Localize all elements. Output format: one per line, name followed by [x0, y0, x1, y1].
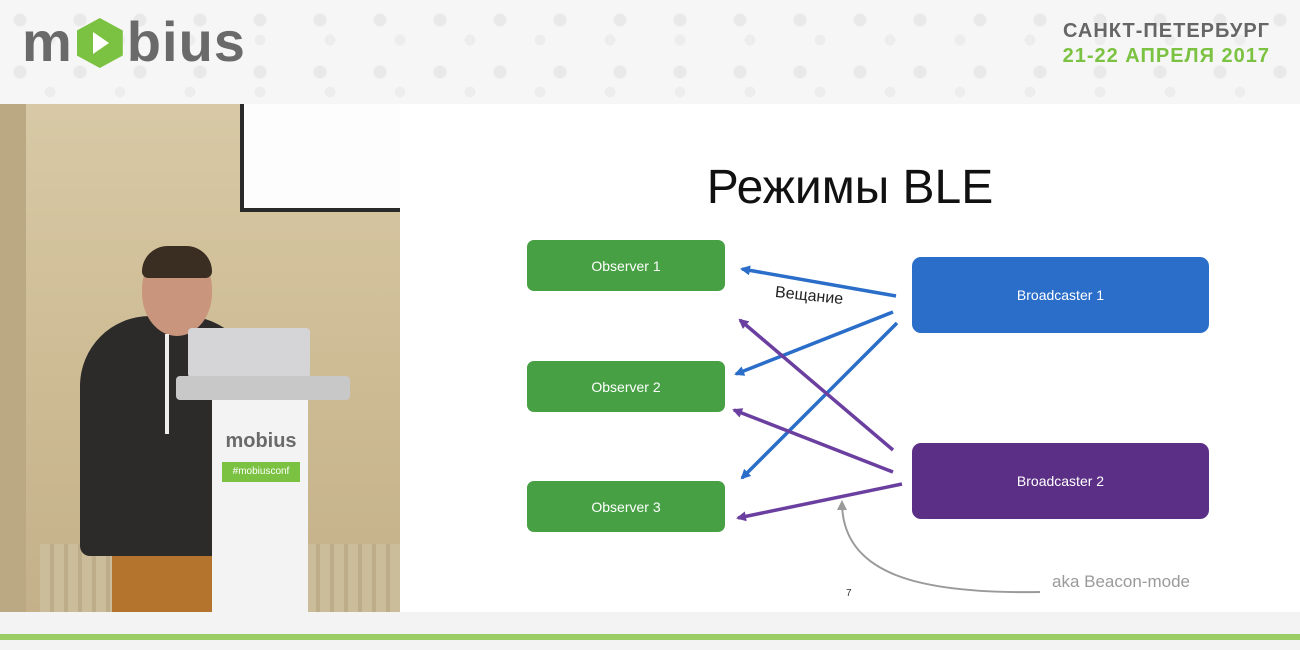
logo-text-left: m	[22, 9, 73, 73]
arrow-b2-o3	[736, 482, 903, 522]
conference-header: m bius САНКТ-ПЕТЕРБУРГ 21-22 АПРЕЛЯ 2017	[0, 0, 1300, 104]
beacon-annotation-arrow	[837, 500, 1041, 594]
arrow-b2-o1	[738, 318, 895, 452]
slide-title: Режимы BLE	[706, 161, 994, 214]
logo-text-right: bius	[126, 9, 246, 73]
speaker-video: mobius #mobiusconf	[0, 104, 400, 612]
event-dates: 21-22 АПРЕЛЯ 2017	[1062, 45, 1270, 67]
observer-3-node: Observer 3	[527, 481, 725, 532]
broadcaster-2-node: Broadcaster 2	[912, 443, 1209, 519]
wall	[0, 104, 26, 612]
bottom-stripe	[0, 634, 1300, 640]
observer-1-node: Observer 1	[527, 240, 725, 291]
event-info: САНКТ-ПЕТЕРБУРГ 21-22 АПРЕЛЯ 2017	[1063, 20, 1270, 68]
podium-logo: mobius	[225, 430, 297, 452]
slide-page-number: 7	[846, 588, 852, 599]
arrow-b2-o2	[732, 408, 894, 474]
observer-2-node: Observer 2	[527, 361, 725, 412]
arrow-b1-o1	[740, 265, 897, 298]
background-screen	[240, 104, 400, 212]
laptop	[188, 328, 310, 378]
speaker-hair	[142, 246, 212, 278]
broadcaster-1-node: Broadcaster 1	[912, 257, 1209, 333]
podium-top	[176, 376, 350, 400]
podium-hashtag: #mobiusconf	[222, 462, 300, 482]
bottom-bar	[0, 612, 1300, 650]
arrow-b1-o3	[740, 321, 899, 480]
arrow-b1-o2	[734, 310, 894, 376]
event-city: САНКТ-ПЕТЕРБУРГ	[1062, 20, 1270, 42]
beacon-mode-annotation: aka Beacon-mode	[1052, 572, 1190, 591]
podium	[212, 400, 308, 612]
mobius-logo: m bius	[22, 6, 246, 76]
